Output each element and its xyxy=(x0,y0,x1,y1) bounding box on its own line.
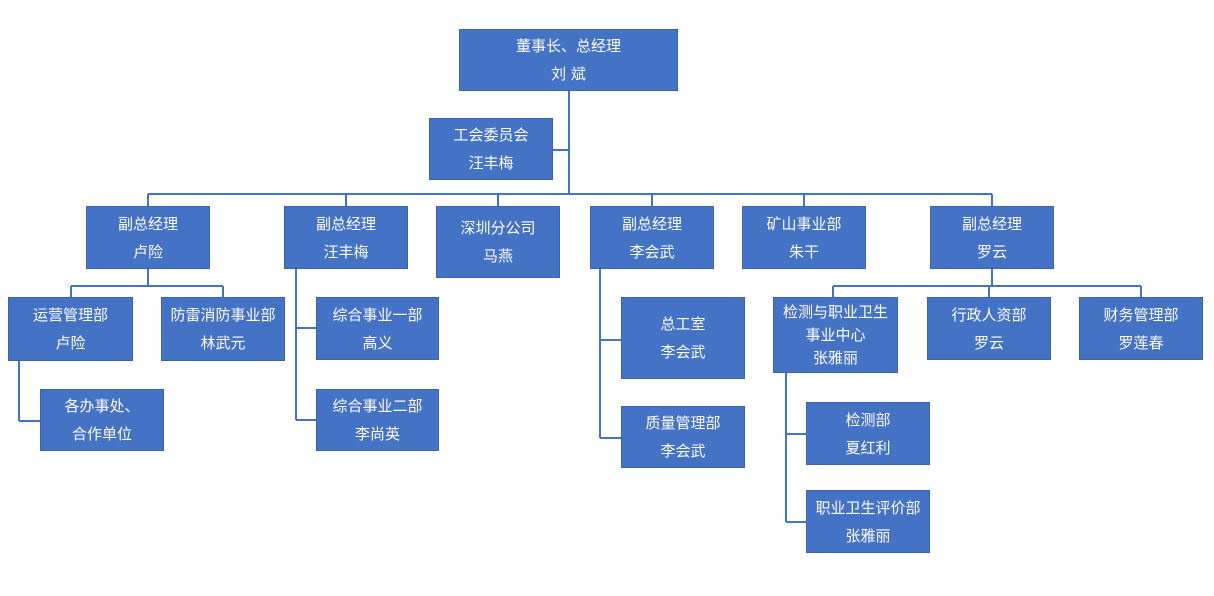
comp-div1-box: 综合事业一部 高义 xyxy=(316,297,439,360)
comp2-name: 李尚英 xyxy=(354,425,400,443)
offices-line2: 合作单位 xyxy=(71,425,132,443)
comp1-title: 综合事业一部 xyxy=(332,305,423,324)
chairman-name: 刘 斌 xyxy=(551,65,586,83)
vp-wang-title: 副总经理 xyxy=(315,214,376,233)
comp1-name: 高义 xyxy=(362,333,393,352)
health-center-box: 检测与职业卫生 事业中心 张雅丽 xyxy=(773,297,898,373)
mining-division-box: 矿山事业部 朱干 xyxy=(742,206,866,269)
mining-title: 矿山事业部 xyxy=(766,214,842,233)
hr-admin-box: 行政人资部 罗云 xyxy=(927,297,1051,360)
mining-name: 朱干 xyxy=(788,242,819,261)
shenzhen-branch-box: 深圳分公司 马燕 xyxy=(436,206,560,278)
vp-li-title: 副总经理 xyxy=(621,214,682,233)
union-name: 汪丰梅 xyxy=(468,154,514,172)
comp2-title: 综合事业二部 xyxy=(332,397,423,415)
vp-luo-name: 罗云 xyxy=(976,242,1007,261)
occ-health-eval-box: 职业卫生评价部 张雅丽 xyxy=(806,490,930,553)
vp-luo-box: 副总经理 罗云 xyxy=(930,206,1054,269)
health-center-line2: 事业中心 xyxy=(805,325,866,344)
comp-div2-box: 综合事业二部 李尚英 xyxy=(316,389,439,451)
vp-wang-name: 汪丰梅 xyxy=(323,242,369,261)
shenzhen-name: 马燕 xyxy=(482,247,513,265)
finance-box: 财务管理部 罗莲春 xyxy=(1079,297,1203,360)
lightning-name: 林武元 xyxy=(200,334,246,352)
health-center-name: 张雅丽 xyxy=(812,348,858,367)
health-center-line1: 检测与职业卫生 xyxy=(782,302,888,321)
vp-luo-title: 副总经理 xyxy=(961,214,1022,233)
chairman-title: 董事长、总经理 xyxy=(515,37,621,55)
lightning-fire-box: 防雷消防事业部 林武元 xyxy=(161,297,285,361)
testing-name: 夏红利 xyxy=(845,438,891,457)
chief-eng-name: 李会武 xyxy=(660,343,706,361)
vp-lu-box: 副总经理 卢险 xyxy=(86,206,210,269)
shenzhen-title: 深圳分公司 xyxy=(460,219,536,237)
operations-title: 运营管理部 xyxy=(32,306,108,324)
vp-lu-title: 副总经理 xyxy=(117,214,178,233)
lightning-title: 防雷消防事业部 xyxy=(170,306,276,324)
union-box: 工会委员会 汪丰梅 xyxy=(429,118,553,180)
operations-box: 运营管理部 卢险 xyxy=(8,297,133,361)
operations-name: 卢险 xyxy=(55,334,86,352)
hr-title: 行政人资部 xyxy=(951,305,1027,324)
offices-line1: 各办事处、 xyxy=(64,397,140,415)
quality-name: 李会武 xyxy=(660,442,706,460)
occ-eval-title: 职业卫生评价部 xyxy=(815,498,921,517)
union-title: 工会委员会 xyxy=(453,126,529,144)
vp-wang-box: 副总经理 汪丰梅 xyxy=(284,206,408,269)
chairman-box: 董事长、总经理 刘 斌 xyxy=(459,29,678,91)
hr-name: 罗云 xyxy=(973,333,1004,352)
quality-title: 质量管理部 xyxy=(645,414,721,432)
testing-box: 检测部 夏红利 xyxy=(806,402,930,465)
finance-name: 罗莲春 xyxy=(1118,333,1164,352)
vp-li-name: 李会武 xyxy=(629,242,675,261)
testing-title: 检测部 xyxy=(845,410,891,429)
offices-box: 各办事处、 合作单位 xyxy=(40,389,164,451)
occ-eval-name: 张雅丽 xyxy=(845,526,891,545)
vp-li-box: 副总经理 李会武 xyxy=(590,206,714,269)
quality-box: 质量管理部 李会武 xyxy=(621,406,745,468)
vp-lu-name: 卢险 xyxy=(132,242,163,261)
chief-engineer-box: 总工室 李会武 xyxy=(621,297,745,379)
finance-title: 财务管理部 xyxy=(1103,305,1179,324)
chief-eng-title: 总工室 xyxy=(660,315,706,333)
